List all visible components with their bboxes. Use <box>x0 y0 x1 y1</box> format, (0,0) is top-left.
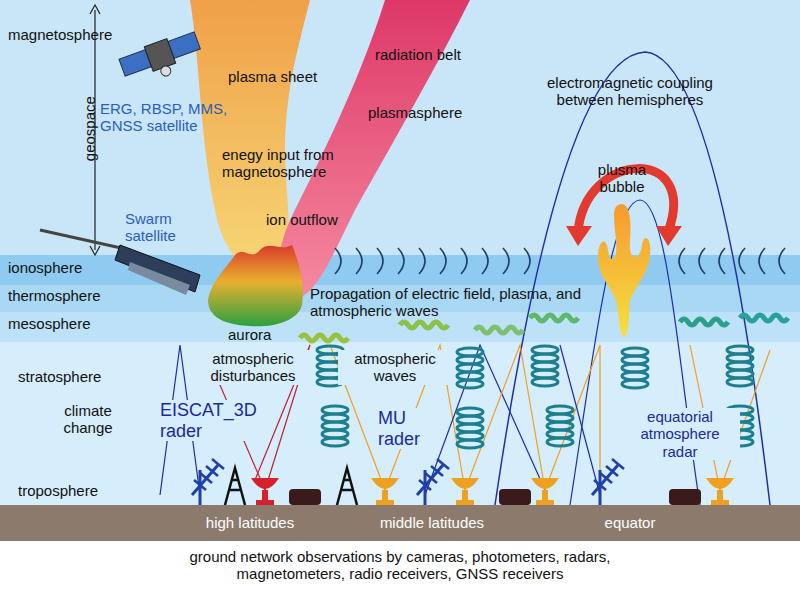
wave-coil <box>322 438 348 446</box>
antenna <box>212 459 224 469</box>
ionosphere-wave <box>398 248 404 274</box>
region-label: stratosphere <box>18 368 128 385</box>
antenna <box>417 465 443 495</box>
region-label: electromagnetic coupling between hemisph… <box>520 74 740 109</box>
ground <box>0 505 800 541</box>
wave-coil <box>622 380 648 388</box>
ionosphere-wave <box>779 248 785 274</box>
ionosphere-wave <box>461 248 467 274</box>
radar-dish <box>371 478 399 489</box>
camera-box <box>289 489 321 505</box>
wave-coil <box>532 378 558 386</box>
atmospheric-wave <box>740 315 788 321</box>
arrow-head <box>90 246 100 255</box>
region-label: atmospheric disturbances <box>194 350 312 385</box>
antenna <box>192 465 218 495</box>
atmospheric-wave <box>530 315 578 321</box>
ground-instruments <box>192 459 734 505</box>
region-label: ion outflow <box>266 211 366 228</box>
region-label: ionosphere <box>8 259 118 276</box>
radar-dish <box>531 478 559 489</box>
antenna <box>612 459 624 469</box>
ionosphere-wave <box>419 248 425 274</box>
radar-dish <box>251 478 279 489</box>
region-label: ERG, RBSP, MMS, GNSS satellite <box>100 100 245 135</box>
region-label: equatorial atmosphere radar <box>620 408 740 460</box>
magnetometer-tower <box>337 468 357 505</box>
camera-box <box>499 489 531 505</box>
antenna <box>200 473 212 483</box>
ionosphere-wave <box>524 248 530 274</box>
region-label: aurora <box>228 326 298 343</box>
radar-dish <box>451 478 479 489</box>
atmospheric-wave <box>680 319 728 325</box>
antenna <box>592 465 618 495</box>
ionosphere-wave <box>679 248 685 274</box>
ionosphere-wave <box>440 248 446 274</box>
atmospheric-wave <box>400 322 448 328</box>
arrow-head <box>90 5 100 14</box>
region-label: thermosphere <box>8 287 118 304</box>
region-label: atmospheric waves <box>338 350 452 385</box>
antenna <box>419 480 431 490</box>
region-label: troposphere <box>18 482 128 499</box>
region-label: climate change <box>40 402 136 437</box>
ionosphere-wave <box>377 248 383 274</box>
antenna <box>437 459 449 469</box>
region-label: Propagation of electric field, plasma, a… <box>310 285 600 320</box>
atmospheric-wave <box>300 335 348 341</box>
antenna <box>594 480 606 490</box>
antenna <box>600 473 612 483</box>
antenna <box>606 466 618 476</box>
ionosphere-wave <box>739 248 745 274</box>
aurora-curtain <box>208 245 303 326</box>
ionosphere-wave <box>699 248 705 274</box>
arrow-head <box>656 226 682 246</box>
wave-coil <box>457 380 483 388</box>
region-label: Swarm satellite <box>125 210 205 245</box>
region-label: mesosphere <box>8 315 118 332</box>
ionosphere-wave <box>356 248 362 274</box>
region-label: equator <box>580 514 680 531</box>
region-label: radiation belt <box>375 46 505 63</box>
camera-box <box>669 489 701 505</box>
ionosphere-wave <box>503 248 509 274</box>
radar-dish <box>456 500 474 505</box>
region-label: geospace <box>81 69 98 189</box>
caption: ground network observations by cameras, … <box>160 548 640 583</box>
ionosphere-wave <box>482 248 488 274</box>
radar-dish <box>256 500 274 505</box>
radar-dish <box>376 500 394 505</box>
ionosphere-wave <box>759 248 765 274</box>
wave-coil <box>727 378 753 386</box>
antenna <box>425 473 437 483</box>
region-label: enegy input from magnetosphere <box>222 146 362 181</box>
arrow-head <box>566 226 592 246</box>
region-label: MU rader <box>376 408 438 449</box>
antenna <box>206 466 218 476</box>
region-label: EISCAT_3D rader <box>158 400 262 441</box>
wave-coil <box>457 440 483 448</box>
region-label: magnetosphere <box>8 26 138 43</box>
satellite <box>118 29 205 89</box>
radar-dish <box>706 478 734 489</box>
plasma-bubble <box>598 204 650 338</box>
ionosphere-wave <box>719 248 725 274</box>
radar-dish <box>536 500 554 505</box>
antenna <box>194 480 206 490</box>
wave-coil <box>547 438 573 446</box>
region-label: middle latitudes <box>362 514 502 531</box>
antenna <box>431 466 443 476</box>
region-label: plasma sheet <box>228 68 348 85</box>
radar-dish <box>711 500 729 505</box>
ionosphere-wave <box>335 248 341 274</box>
region-label: plusma bubble <box>584 161 660 196</box>
region-label: high latitudes <box>185 514 315 531</box>
lower-atmosphere-band <box>0 342 800 505</box>
region-label: plasmasphere <box>368 104 498 121</box>
atmospheric-wave <box>475 327 523 333</box>
magnetometer-tower <box>225 468 245 505</box>
